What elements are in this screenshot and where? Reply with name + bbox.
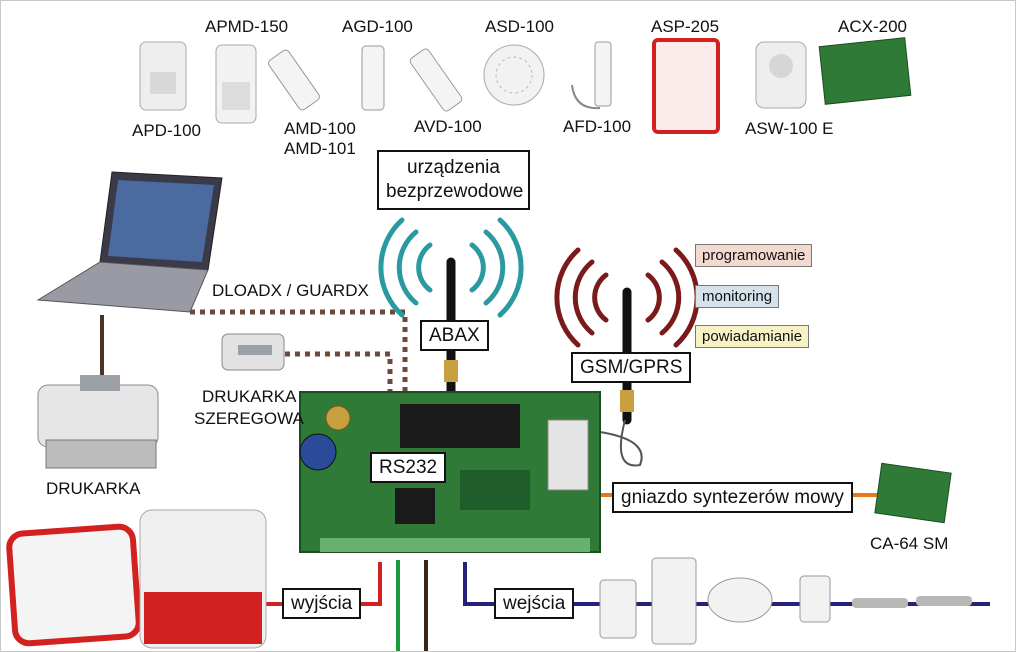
wireless-box-line2: bezprzewodowe — [386, 180, 524, 202]
voice-module-label: CA-64 SM — [870, 534, 949, 553]
agd-100-sensor-icon — [361, 45, 385, 111]
abax-box: ABAX — [420, 320, 489, 351]
printer-label: DRUKARKA — [46, 479, 141, 498]
serial-printer-label-line1: DRUKARKA — [202, 387, 297, 406]
device-label-apmd-150: APMD-150 — [205, 17, 289, 36]
outdoor-siren-icon — [6, 523, 142, 647]
voice-socket-box: gniazdo syntezerów mowy — [612, 482, 853, 513]
function-badge-programming: programowanie — [695, 244, 813, 267]
serial-printer-label-line2: SZEREGOWA — [194, 409, 304, 428]
serial-printer-icon — [221, 333, 285, 371]
abax-waves-icon — [378, 217, 524, 318]
software-label: DLOADX / GUARDX — [212, 281, 369, 300]
asw-100e-socket-icon — [755, 41, 807, 109]
asp-205-siren-icon — [652, 38, 720, 134]
device-label-agd-100: AGD-100 — [342, 17, 413, 36]
function-badge-monitoring: monitoring — [695, 285, 780, 308]
wireless-devices-box: urządzenia bezprzewodowe — [377, 150, 530, 210]
amd-100-sensor-icon — [268, 49, 320, 111]
dotted-link-laptop — [190, 309, 408, 400]
outputs-box: wyjścia — [282, 588, 362, 619]
device-label-amd-101: AMD-101 — [284, 139, 356, 158]
ca-64-sm-module-icon — [874, 462, 952, 524]
laptop-icon — [36, 171, 223, 313]
function-badge-notification: powiadamianie — [695, 325, 810, 348]
device-label-apd-100: APD-100 — [132, 121, 201, 140]
inputs-box: wejścia — [494, 588, 575, 619]
device-label-afd-100: AFD-100 — [563, 117, 632, 136]
printer-icon — [37, 375, 159, 469]
device-label-asp-205: ASP-205 — [651, 17, 720, 36]
apd-100-detector-icon — [139, 41, 187, 111]
device-label-acx-200: ACX-200 — [838, 17, 907, 36]
rs232-box: RS232 — [370, 452, 447, 483]
asd-100-smoke-detector-icon — [483, 44, 545, 106]
acx-200-module-icon — [818, 37, 912, 105]
gsm-gprs-box: GSM/GPRS — [571, 352, 692, 383]
apmd-150-detector-icon — [215, 44, 257, 124]
afd-100-flood-detector-icon — [571, 41, 612, 110]
device-label-asd-100: ASD-100 — [485, 17, 554, 36]
indoor-siren-icon — [139, 509, 267, 649]
wireless-box-line1: urządzenia — [407, 157, 500, 178]
device-label-amd-100: AMD-100 — [284, 119, 356, 138]
device-label-avd-100: AVD-100 — [414, 117, 482, 136]
avd-100-sensor-icon — [409, 48, 463, 112]
dotted-link-serial-printer — [285, 351, 393, 400]
input-devices-icon — [599, 557, 972, 645]
device-label-asw-100e: ASW-100 E — [745, 119, 834, 138]
